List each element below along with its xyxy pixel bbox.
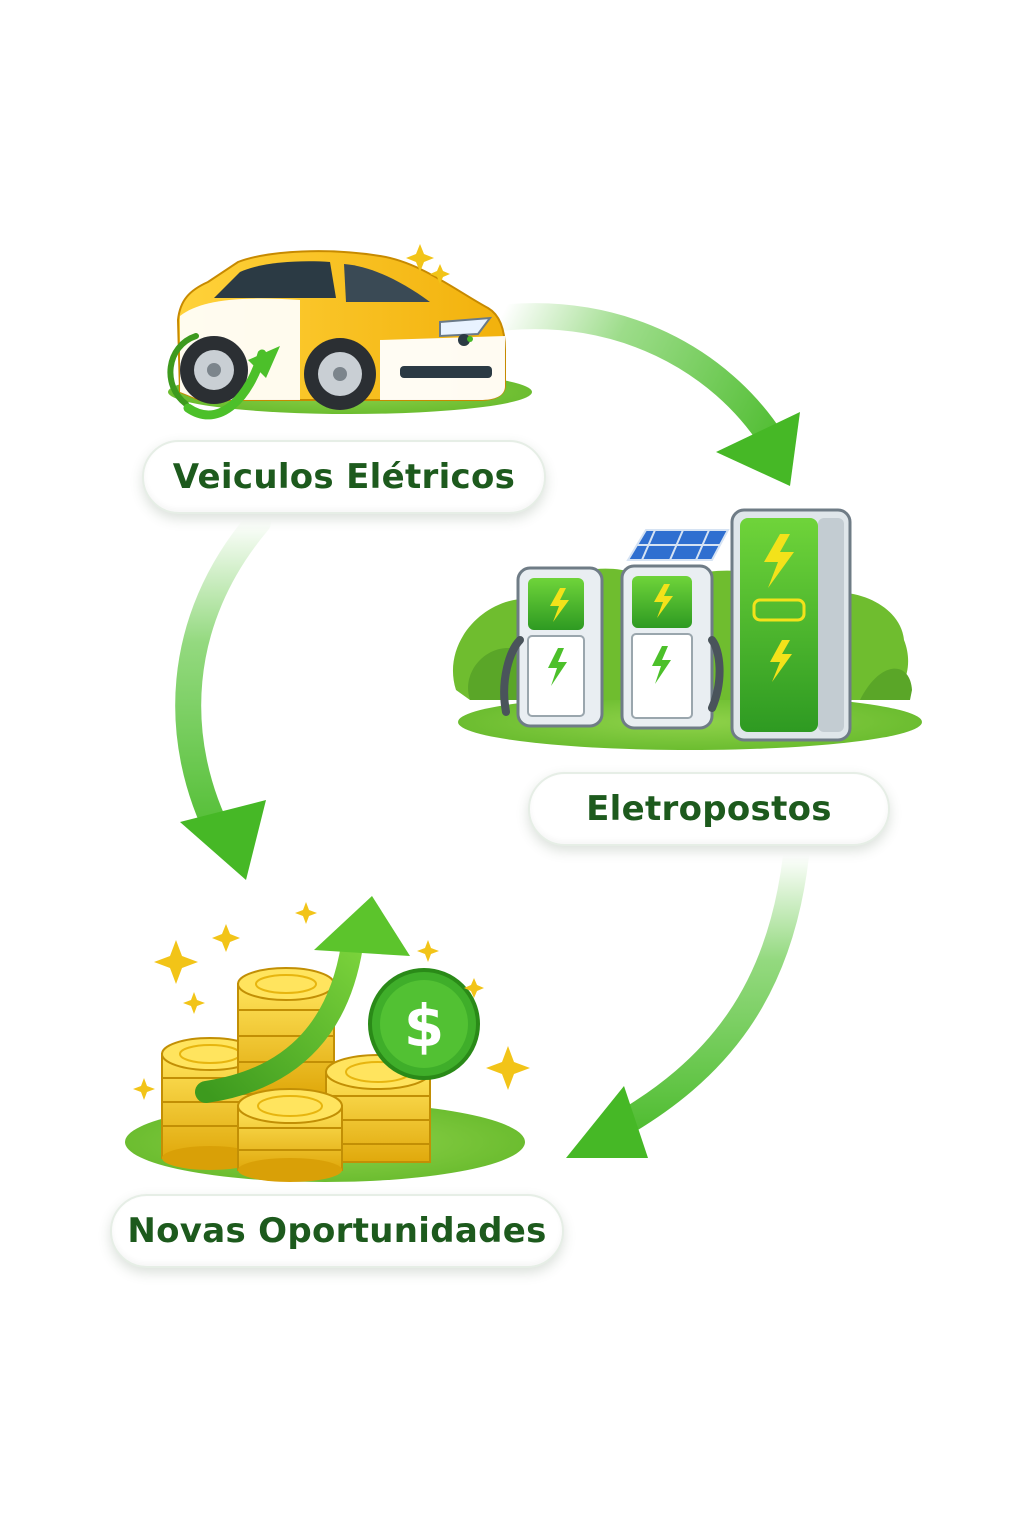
sparkle-icon — [133, 902, 530, 1100]
node-label-text: Novas Oportunidades — [127, 1211, 547, 1251]
dollar-icon: $ — [404, 992, 444, 1060]
node-label-stations: Eletropostos — [528, 772, 890, 846]
arrow-ev-to-opportunities — [175, 509, 271, 880]
node-label-ev: Veiculos Elétricos — [142, 440, 546, 514]
arrow-stations-to-opportunities — [566, 843, 809, 1158]
arrow-ev-to-stations — [487, 303, 800, 486]
node-label-opportunities: Novas Oportunidades — [110, 1194, 564, 1268]
node-label-text: Veiculos Elétricos — [172, 457, 516, 497]
coins-growth-icon — [125, 896, 525, 1182]
sparkle-icon — [406, 244, 450, 284]
electric-car-icon — [167, 250, 532, 420]
charging-stations-icon — [452, 508, 922, 750]
node-label-text: Eletropostos — [586, 789, 832, 829]
